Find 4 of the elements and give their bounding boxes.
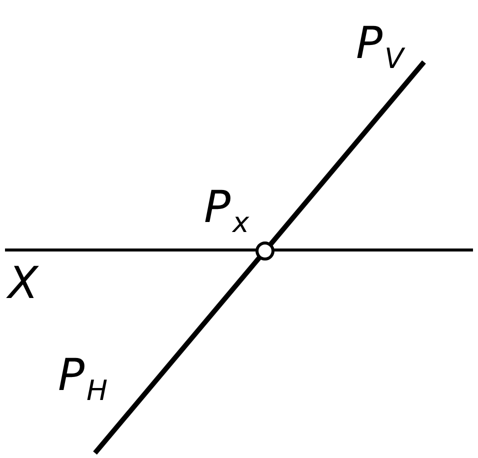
point-label: P$_{x}$ — [204, 186, 250, 237]
point-label: X — [8, 262, 38, 306]
point-label: P$_{H}$ — [58, 354, 108, 405]
point-label: P$_{V}$ — [356, 22, 404, 73]
